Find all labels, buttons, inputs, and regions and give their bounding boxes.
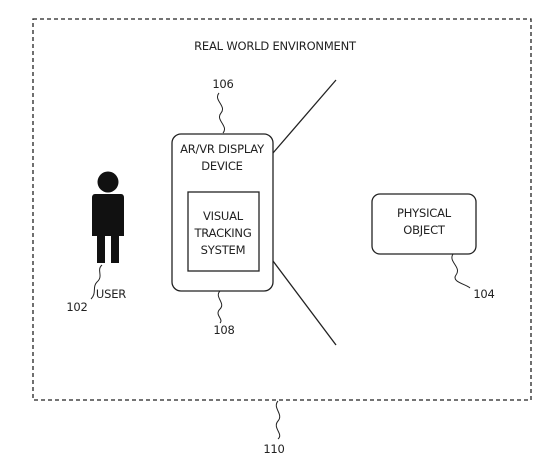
tracking-line1: VISUAL — [203, 209, 244, 223]
view-line-upper — [272, 79, 337, 154]
tracking-ref-leader — [217, 290, 223, 324]
object-ref-leader — [451, 253, 471, 289]
object-line1: PHYSICAL — [397, 206, 452, 220]
view-line-lower — [272, 260, 337, 346]
device-label-line1: AR/VR DISPLAY — [180, 142, 265, 156]
environment-ref: 110 — [263, 442, 284, 456]
user-ref: 102 — [66, 300, 87, 314]
physical-object — [371, 193, 477, 255]
environment-title: REAL WORLD ENVIRONMENT — [194, 39, 357, 53]
device-ref-leader — [217, 92, 225, 134]
environment-ref-leader — [275, 400, 281, 440]
user-label: USER — [96, 287, 126, 301]
tracking-line2: TRACKING — [193, 226, 251, 240]
environment-boundary — [32, 18, 532, 401]
tracking-line3: SYSTEM — [201, 243, 246, 257]
object-line2: OBJECT — [403, 223, 446, 237]
tracking-ref: 108 — [213, 323, 234, 337]
object-ref: 104 — [473, 287, 494, 301]
ar-vr-display-device — [171, 133, 274, 292]
visual-tracking-system — [187, 191, 260, 272]
device-ref: 106 — [212, 77, 233, 91]
person-icon — [92, 171, 124, 263]
device-label-line2: DEVICE — [201, 159, 242, 173]
user-ref-leader — [90, 264, 103, 300]
